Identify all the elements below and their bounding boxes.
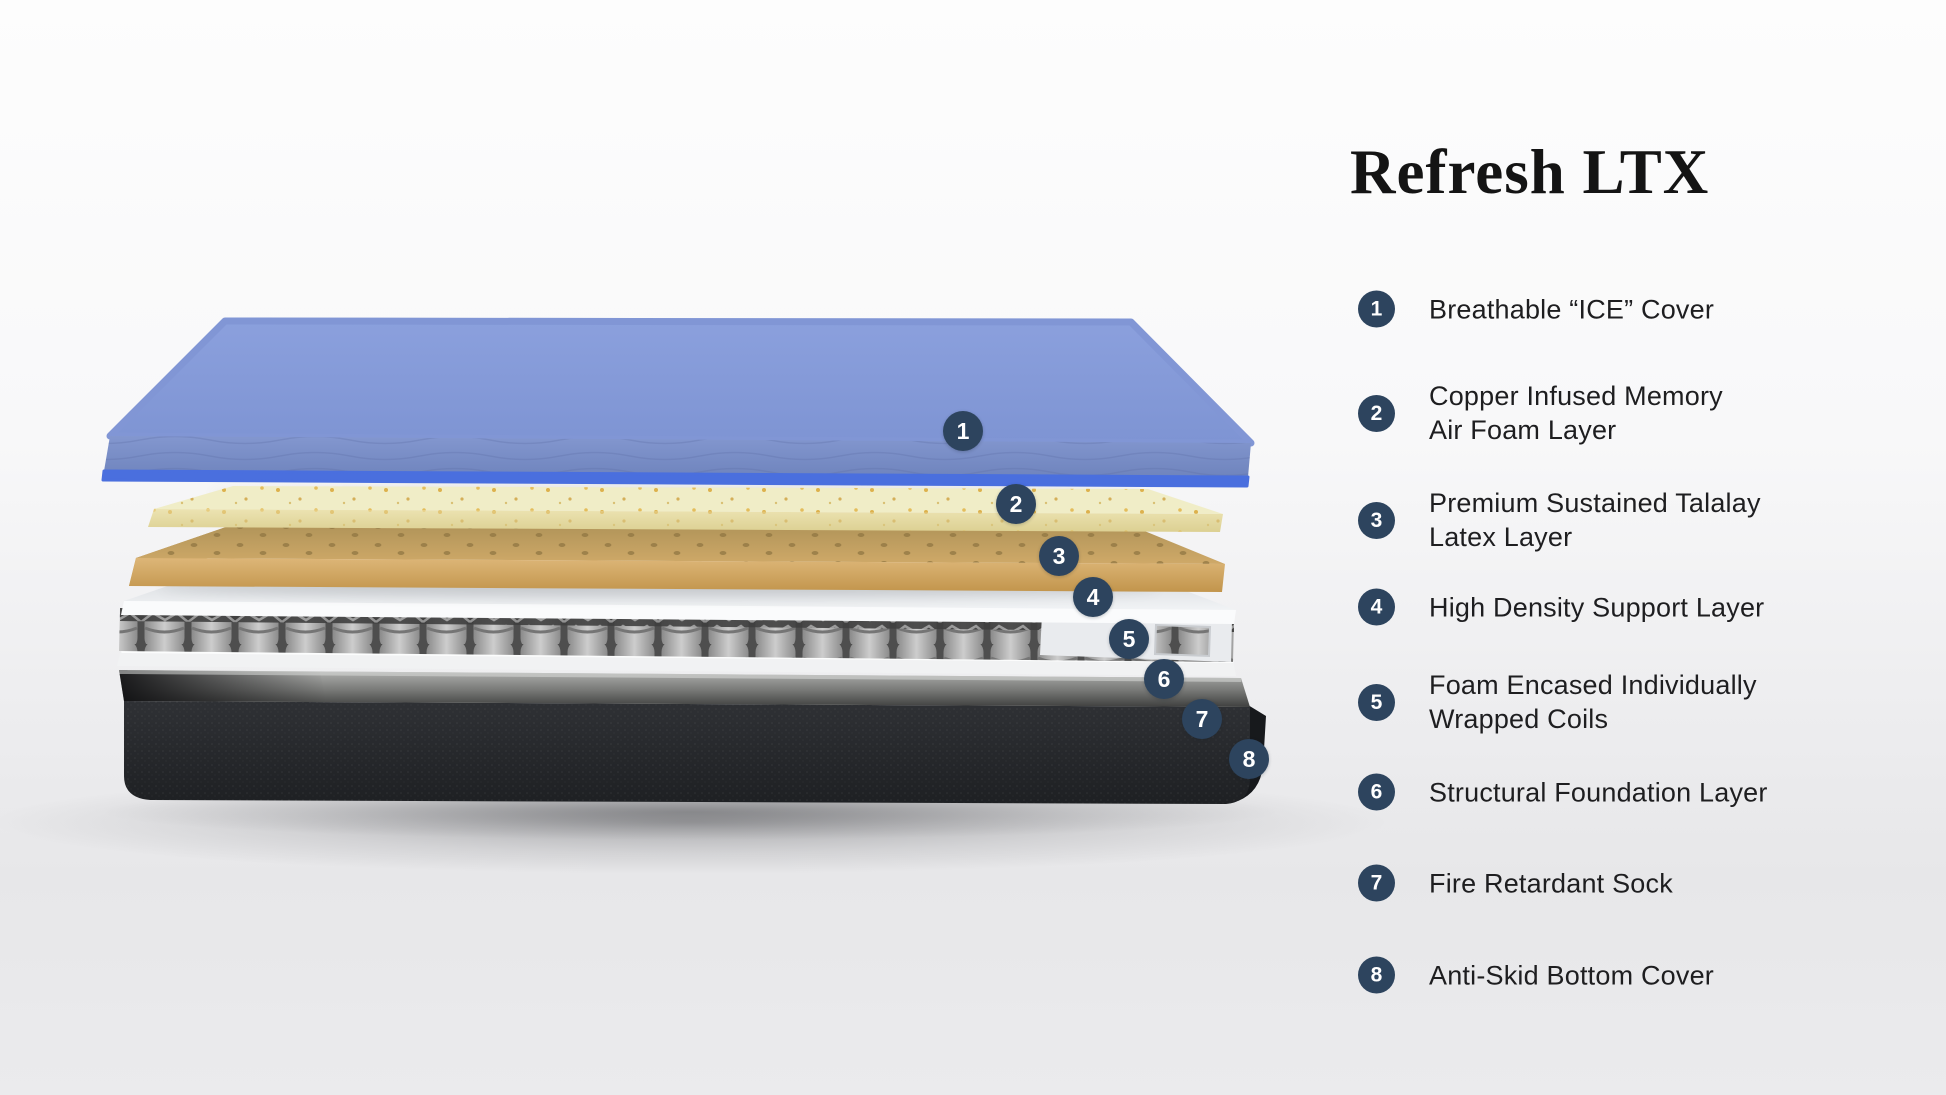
legend-badge-6: 6 [1358, 773, 1395, 811]
legend-item-6: 6 Structural Foundation Layer [1358, 773, 1918, 811]
diagram-marker-8-number: 8 [1242, 745, 1256, 772]
diagram-marker-6: 6 [1144, 659, 1184, 699]
legend-item-1: 1 Breathable “ICE” Cover [1358, 290, 1918, 328]
legend-label-6: Structural Foundation Layer [1429, 777, 1768, 807]
diagram-marker-1: 1 [943, 411, 983, 451]
legend-item-3: 3 Premium Sustained Talalay Latex Layer [1358, 486, 1918, 554]
product-title: Refresh LTX [1350, 137, 1710, 207]
legend-label-5: Foam Encased Individually Wrapped Coils [1429, 670, 1757, 734]
legend-item-2: 2 Copper Infused Memory Air Foam Layer [1358, 379, 1918, 447]
legend-badge-4: 4 [1358, 588, 1395, 626]
legend-badge-2: 2 [1358, 394, 1395, 432]
diagram-marker-8: 8 [1229, 739, 1269, 779]
legend-item-5: 5 Foam Encased Individually Wrapped Coil… [1358, 668, 1918, 736]
legend-badge-7: 7 [1358, 864, 1395, 902]
legend-badge-5: 5 [1358, 683, 1395, 721]
legend-item-8: 8 Anti-Skid Bottom Cover [1358, 956, 1918, 994]
layer-2-memory-foam [148, 486, 1223, 532]
legend-item-7: 7 Fire Retardant Sock [1358, 864, 1918, 902]
diagram-marker-3-number: 3 [1052, 542, 1066, 569]
diagram-marker-4-number: 4 [1086, 583, 1100, 610]
legend-badge-3: 3 [1358, 501, 1395, 539]
diagram-marker-3: 3 [1039, 536, 1079, 576]
diagram-marker-4: 4 [1073, 577, 1113, 617]
legend-label-3: Premium Sustained Talalay Latex Layer [1429, 488, 1761, 552]
diagram-marker-5: 5 [1109, 619, 1149, 659]
diagram-marker-2: 2 [996, 484, 1036, 524]
diagram-marker-6-number: 6 [1157, 665, 1171, 692]
legend-label-2: Copper Infused Memory Air Foam Layer [1429, 381, 1723, 445]
legend-label-4: High Density Support Layer [1429, 592, 1765, 622]
legend-label-7: Fire Retardant Sock [1429, 868, 1673, 898]
legend-badge-8: 8 [1358, 956, 1395, 994]
layer-7-fire-sock [119, 670, 1250, 707]
layer-3-latex [129, 527, 1225, 592]
diagram-marker-2-number: 2 [1009, 490, 1023, 517]
diagram-marker-7-number: 7 [1195, 705, 1209, 732]
diagram-marker-5-number: 5 [1122, 625, 1136, 652]
diagram-marker-1-number: 1 [956, 417, 970, 444]
legend-label-1: Breathable “ICE” Cover [1429, 294, 1715, 324]
layer-8-anti-skid-base [124, 701, 1266, 804]
legend-item-4: 4 High Density Support Layer [1358, 588, 1918, 626]
legend-badge-1: 1 [1358, 290, 1395, 328]
diagram-marker-7: 7 [1182, 699, 1222, 739]
legend-label-8: Anti-Skid Bottom Cover [1429, 960, 1714, 990]
